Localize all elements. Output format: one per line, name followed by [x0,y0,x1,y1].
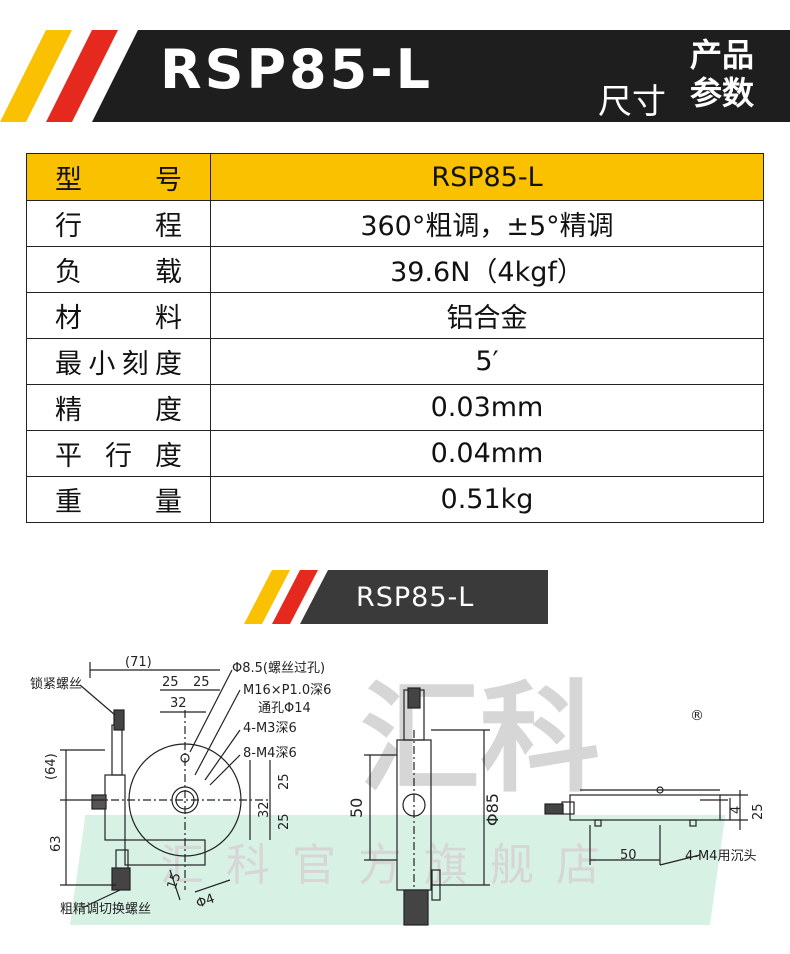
table-row: 最小刻度 5′ [26,338,764,385]
spec-label: 最小刻度 [26,338,211,385]
watermark-brand: 汇科 [360,670,600,809]
table-row: 型号 RSP85-L [26,153,764,201]
spec-table: 型号 RSP85-L 行程 360°粗调，±5°精调 负载 39.6N（4kgf… [26,153,764,523]
note-m16: M16×P1.0深6 [243,683,331,698]
spec-label: 精度 [26,384,211,431]
spec-value: 铝合金 [210,292,764,339]
spec-value: 39.6N（4kgf） [210,246,764,293]
table-row: 重量 0.51kg [26,476,764,523]
banner-yellow-stripe [0,30,72,122]
section-title: RSP85-L [356,582,475,613]
spec-label: 行程 [26,200,211,247]
spec-value: 0.51kg [210,476,764,523]
dim-71: (71) [125,655,152,670]
table-row: 负载 39.6N（4kgf） [26,246,764,293]
dim-25-right: 25 [277,773,292,790]
spec-value: 0.03mm [210,384,764,431]
registered-mark: ® [690,708,704,724]
spec-label: 负载 [26,246,211,293]
section-red-stripe [272,570,318,624]
note-m3: 4-M3深6 [243,721,297,736]
section-dark-panel [300,570,548,624]
table-row: 材料 铝合金 [26,292,764,339]
spec-label: 型号 [26,153,211,201]
technical-drawing: 汇科 汇科官方旗舰店 ® [30,655,766,926]
header-subtitle-left: 尺寸 [598,82,666,122]
note-thru: 通孔Φ14 [258,701,311,716]
note-m4-sink: 4-M4用沉头 [685,849,756,864]
subtitle-line2: 参数 [690,74,755,112]
spec-value: 5′ [210,338,764,385]
banner-dark-panel [92,30,790,122]
spec-value: 0.04mm [210,430,764,477]
dim-50: 50 [347,798,366,818]
table-row: 平行度 0.04mm [26,430,764,477]
table-row: 精度 0.03mm [26,384,764,431]
switch-screw-label: 粗精调切换螺丝 [60,902,151,917]
watermark: 汇科 汇科官方旗舰店 [69,670,726,925]
section-yellow-stripe [244,570,290,624]
lock-screw-label: 锁紧螺丝 [30,676,82,692]
dim-64: (64) [44,753,59,780]
spec-value: RSP85-L [210,153,764,201]
dim-32-top: 32 [170,696,187,711]
watermark-text: 汇科官方旗舰店 [160,840,622,891]
banner-red-stripe [46,30,118,122]
spec-label: 材料 [26,292,211,339]
dim-25-right2: 25 [277,813,292,830]
dim-phi85: Φ85 [483,793,502,826]
dim-25-side: 25 [751,803,766,820]
dim-32-right: 32 [257,801,272,818]
section-banner [244,570,548,624]
dim-63: 63 [49,835,64,852]
note-hole: Φ8.5(螺丝过孔) [232,661,325,676]
spec-label: 重量 [26,476,211,523]
spec-value: 360°粗调，±5°精调 [210,200,764,247]
table-row: 行程 360°粗调，±5°精调 [26,200,764,247]
spec-label: 平行度 [26,430,211,477]
header-banner [0,30,790,122]
header-subtitle-right: 产品 参数 [690,36,754,112]
note-m4: 8-M4深6 [243,746,297,761]
dim-15: 15 [165,871,185,892]
page-title: RSP85-L [160,38,434,101]
dim-50-side: 50 [620,848,637,863]
subtitle-line1: 产品 [690,36,755,74]
dim-25b: 25 [193,675,210,690]
dim-4: 4 [729,806,744,814]
dim-phi4: Φ4 [194,891,217,911]
dim-25a: 25 [162,675,179,690]
